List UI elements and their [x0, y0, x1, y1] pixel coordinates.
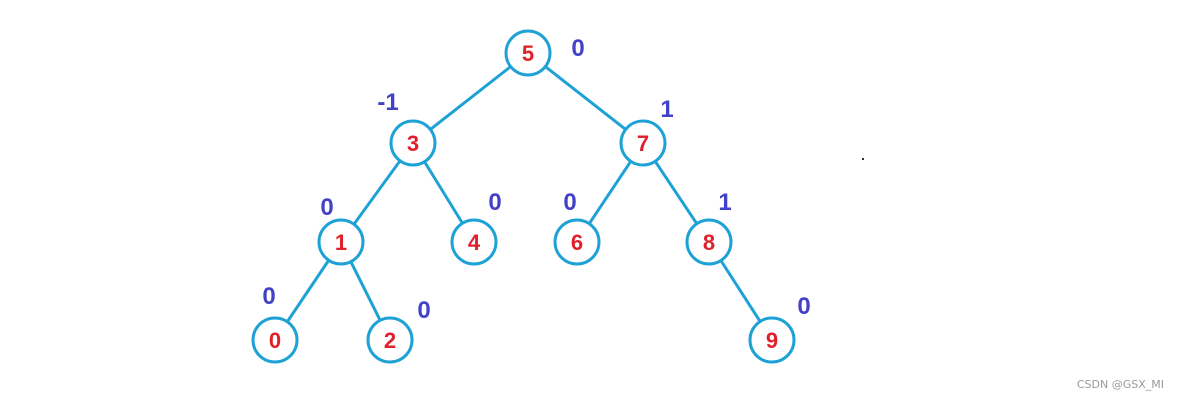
edge-n1-n2 — [349, 260, 382, 322]
node-value: 5 — [522, 41, 534, 66]
node-circle — [251, 316, 299, 364]
node-circle — [504, 29, 552, 77]
tree-node-9: 9 — [748, 316, 796, 364]
balance-factor-6: 0 — [563, 189, 576, 216]
balance-factor-3: -1 — [377, 89, 398, 116]
edge-n3-n4 — [423, 160, 464, 225]
balance-factor-4: 0 — [488, 189, 501, 216]
node-circle — [450, 218, 498, 266]
node-value: 8 — [703, 230, 715, 255]
edge-n3-n1 — [352, 159, 402, 226]
balance-factor-7: 1 — [660, 96, 673, 123]
edge-n5-n7 — [543, 65, 628, 131]
watermark: CSDN @GSX_MI — [1076, 378, 1164, 391]
tree-node-1: 1 — [317, 218, 365, 266]
node-circle — [748, 316, 796, 364]
node-value: 1 — [335, 230, 347, 255]
node-value: 7 — [637, 131, 649, 156]
node-value: 6 — [571, 230, 583, 255]
tree-node-2: 2 — [366, 316, 414, 364]
node-circle — [389, 119, 437, 167]
node-value: 2 — [384, 328, 396, 353]
tree-node-7: 7 — [619, 119, 667, 167]
node-circle — [685, 218, 733, 266]
edge-n7-n6 — [587, 159, 633, 226]
edge-n8-n9 — [719, 259, 762, 323]
node-value: 0 — [269, 328, 281, 353]
node-value: 3 — [407, 131, 419, 156]
edge-n5-n3 — [428, 65, 513, 131]
edge-n1-n0 — [285, 258, 331, 324]
tree-node-3: 3 — [389, 119, 437, 167]
node-circle — [317, 218, 365, 266]
balance-factor-1: 0 — [320, 194, 333, 221]
balance-factor-5: 0 — [571, 35, 584, 62]
tree-node-8: 8 — [685, 218, 733, 266]
node-circle — [553, 218, 601, 266]
balance-factor-0: 0 — [262, 283, 275, 310]
tree-node-0: 0 — [251, 316, 299, 364]
tree-node-4: 4 — [450, 218, 498, 266]
tree-node-5: 5 — [504, 29, 552, 77]
balance-factor-8: 1 — [718, 189, 731, 216]
stray-mark — [862, 158, 864, 160]
tree-node-6: 6 — [553, 218, 601, 266]
node-circle — [619, 119, 667, 167]
node-value: 4 — [468, 230, 481, 255]
balance-factor-2: 0 — [417, 297, 430, 324]
tree-edges — [285, 65, 762, 324]
edge-n7-n8 — [653, 159, 699, 226]
node-value: 9 — [766, 328, 778, 353]
node-circle — [366, 316, 414, 364]
balance-factor-9: 0 — [797, 293, 810, 320]
